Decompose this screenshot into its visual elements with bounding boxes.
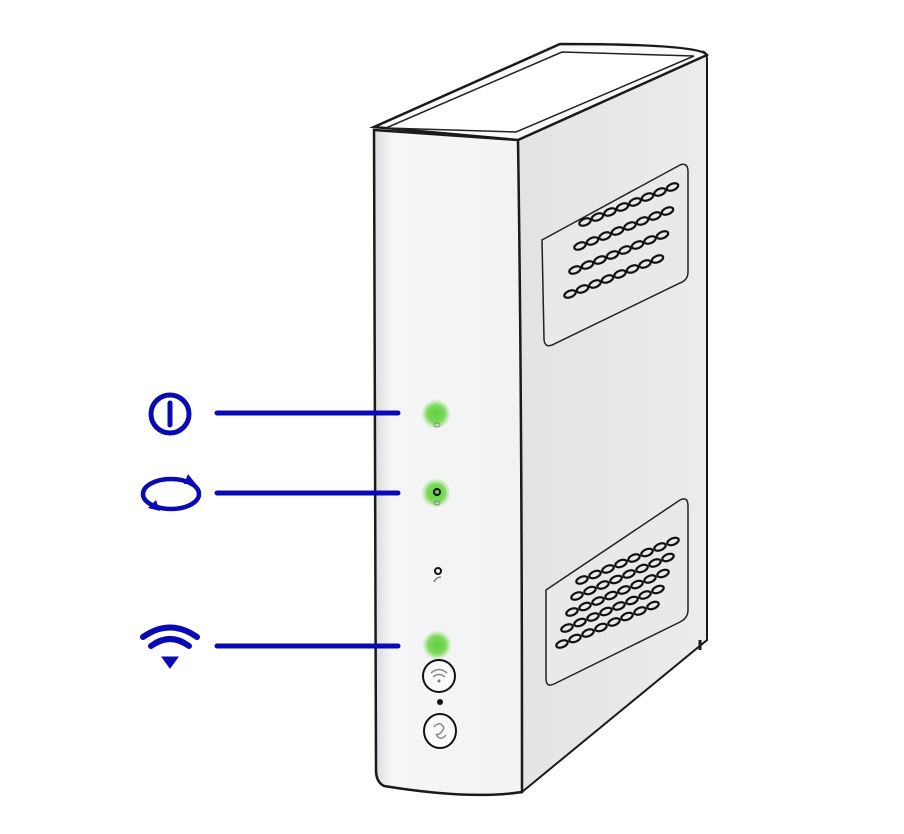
vent-slot	[648, 211, 662, 221]
vent-slot	[593, 255, 607, 265]
vent-slot	[661, 552, 675, 563]
vent-slot	[601, 564, 615, 574]
vent-slot	[560, 623, 574, 633]
vent-slot	[570, 591, 584, 601]
vent-slot	[635, 563, 649, 574]
vent-slot	[596, 580, 610, 590]
vent-slot	[638, 590, 652, 600]
vent-slot	[640, 547, 654, 558]
sync-icon	[140, 474, 202, 512]
vent-slot	[578, 601, 592, 612]
vent-slot	[627, 553, 641, 563]
vent-slot	[563, 289, 577, 299]
vent-slot	[610, 226, 625, 236]
router-top-inner	[385, 51, 695, 133]
vent-slot	[591, 596, 605, 606]
vent-slot	[630, 579, 644, 590]
vent-slot	[603, 207, 617, 217]
vent-slot	[607, 617, 621, 627]
vent-slot	[643, 574, 657, 584]
vent-slot	[609, 574, 623, 585]
vent-slot	[633, 606, 647, 616]
vent-slot	[650, 254, 665, 264]
vent-slot	[612, 601, 626, 611]
vent-slot	[635, 216, 650, 226]
vent-panel-upper	[541, 163, 689, 347]
vent-slot	[568, 265, 582, 275]
vent-slot	[573, 617, 587, 628]
vent-slot	[598, 231, 612, 241]
vent-slot	[617, 585, 631, 595]
indicator-power	[148, 392, 401, 436]
indicator-sync	[140, 474, 401, 512]
vent-slot	[583, 585, 597, 596]
vent-slot	[625, 595, 639, 606]
vent-slot	[588, 279, 602, 289]
vent-slot	[618, 245, 632, 255]
vent-slot	[648, 558, 662, 568]
vent-slot	[653, 187, 667, 197]
led-sync	[421, 478, 451, 508]
vent-slot	[622, 569, 636, 579]
vent-slot	[625, 264, 640, 274]
wifi-button-icon[interactable]	[422, 659, 456, 693]
led-power	[421, 399, 451, 429]
vent-slot	[605, 250, 620, 260]
vent-slot	[655, 230, 670, 240]
vent-slot	[573, 241, 587, 251]
router-front-face	[372, 128, 524, 797]
vent-slot	[600, 274, 615, 284]
vent-slot	[614, 558, 628, 569]
led-wifi	[422, 630, 452, 660]
vent-slot	[565, 607, 579, 617]
vent-slot	[580, 260, 595, 270]
vent-slots	[555, 182, 680, 649]
vent-slot	[638, 259, 652, 269]
vent-slot	[555, 639, 569, 649]
vent-slot	[581, 628, 595, 638]
vent-slot	[656, 568, 670, 579]
vent-slot	[640, 192, 655, 202]
vent-slot	[575, 284, 590, 294]
vent-slot	[646, 600, 660, 611]
vent-slot	[604, 590, 618, 601]
vent-slot	[590, 212, 605, 222]
indicator-wifi	[140, 624, 401, 669]
vent-slot	[630, 240, 645, 250]
vent-slot	[653, 542, 667, 552]
vent-slot	[665, 182, 680, 192]
vent-slot	[575, 575, 589, 585]
indicator-dot	[437, 699, 443, 705]
vent-slot	[613, 269, 627, 279]
vent-slot	[594, 622, 608, 633]
vent-slot	[585, 236, 600, 246]
vent-slot	[615, 202, 630, 212]
vent-slot	[628, 197, 642, 207]
vent-slot	[643, 235, 657, 245]
vent-slot	[660, 206, 675, 216]
vent-slot	[620, 611, 634, 622]
vent-slot	[568, 633, 582, 644]
vent-slot	[623, 221, 637, 231]
vent-slot	[588, 569, 602, 580]
led-phone	[433, 567, 442, 583]
vent-slot	[666, 536, 680, 547]
vent-slot	[578, 217, 592, 227]
vent-slot	[651, 584, 665, 595]
power-icon	[148, 392, 192, 436]
router	[369, 42, 709, 797]
wps-button-icon[interactable]	[423, 713, 457, 749]
vent-slot	[599, 606, 613, 617]
vent-slot	[586, 612, 600, 622]
wifi-icon	[140, 624, 200, 669]
